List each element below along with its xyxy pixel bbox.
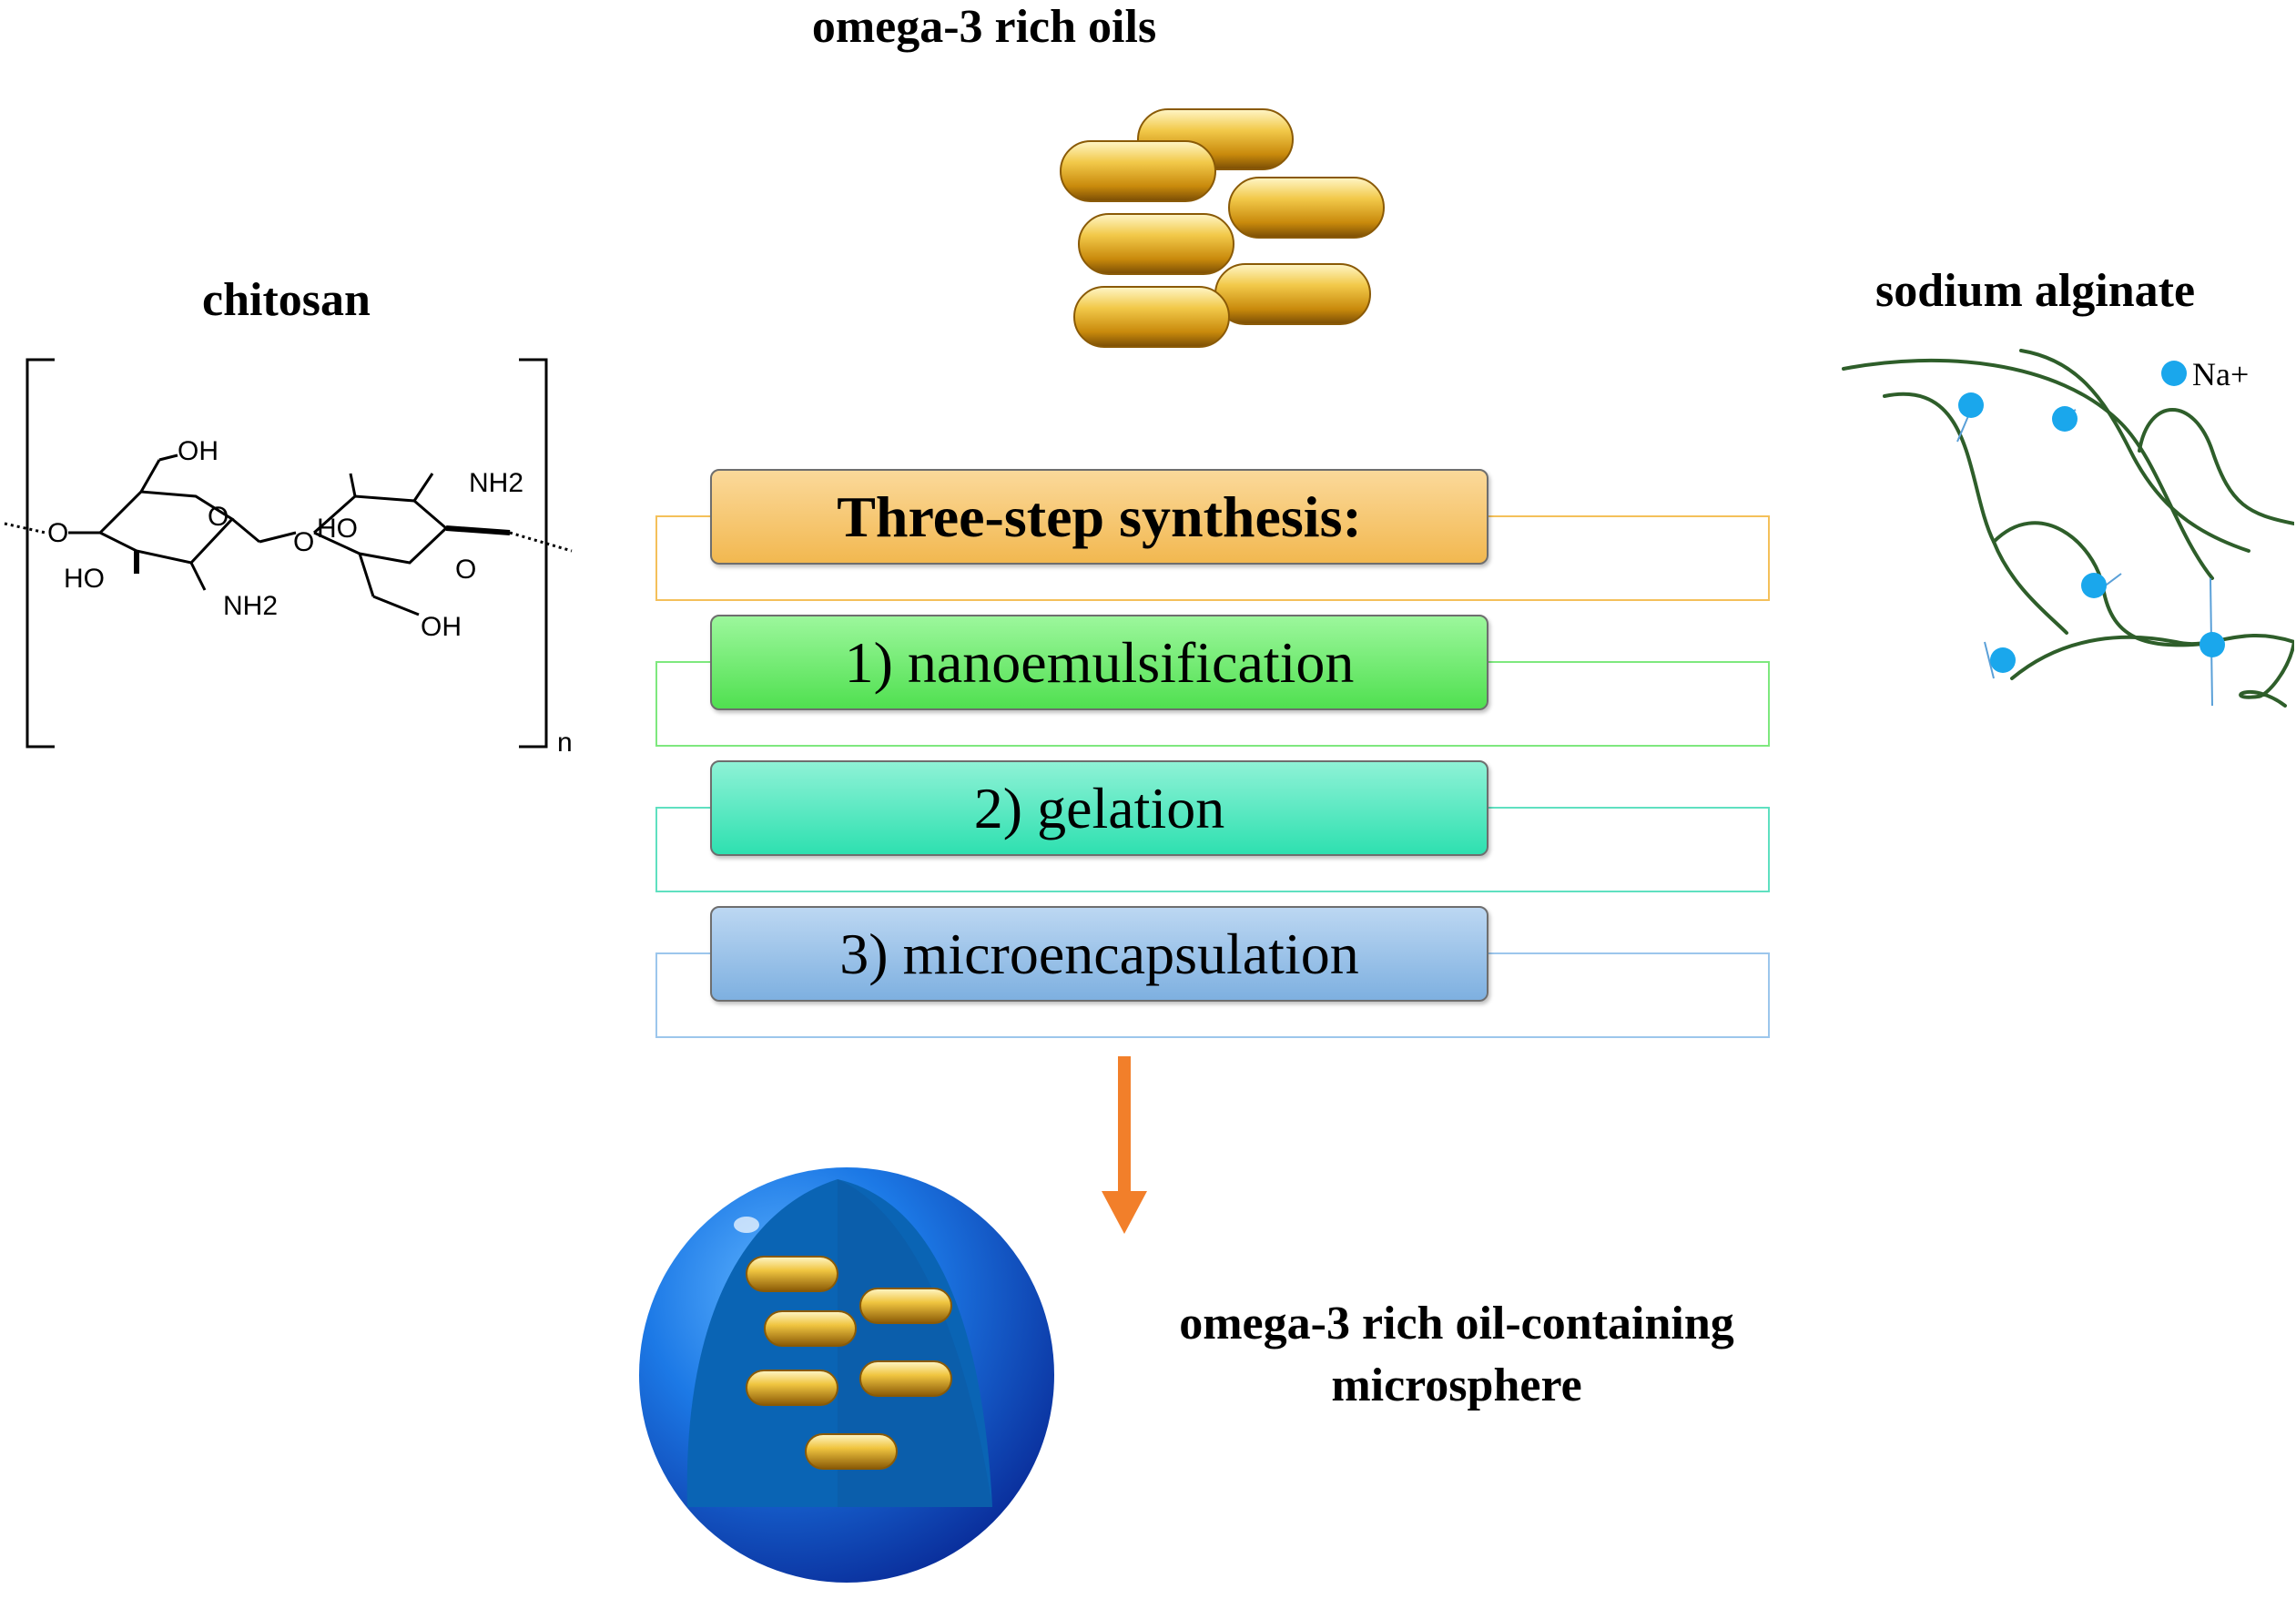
product-caption-line2: microsphere	[1331, 1360, 1582, 1411]
capsule-icon	[746, 1370, 838, 1406]
oils-heading: omega-3 rich oils	[811, 1, 1157, 53]
sodium-ion-legend-icon	[2161, 361, 2187, 386]
sodium-ion-icon	[1958, 392, 1984, 418]
capsule-icon	[1060, 140, 1216, 202]
capsule-icon	[764, 1310, 857, 1347]
alginate-heading: sodium alginate	[1875, 265, 2196, 317]
atom-label: OH	[421, 612, 462, 642]
capsule-icon	[1214, 263, 1371, 325]
product-caption: omega-3 rich oil-containing microsphere	[1129, 1293, 1784, 1417]
sodium-ion-icon	[2081, 573, 2107, 598]
step-title-box: Three-step synthesis:	[710, 469, 1488, 565]
down-arrow-icon	[1102, 1056, 1147, 1234]
step-3-box: 3) microencapsulation	[710, 906, 1488, 1002]
atom-label: O	[455, 555, 476, 585]
oil-capsules-illustration	[1060, 108, 1385, 348]
step-2-box: 2) gelation	[710, 760, 1488, 856]
atom-label: HO	[317, 514, 358, 544]
atom-label: O	[47, 518, 68, 548]
step-1-box: 1) nanoemulsification	[710, 615, 1488, 710]
atom-label: NH2	[469, 468, 523, 498]
sodium-ion-icon	[1990, 647, 2016, 673]
capsule-icon	[1228, 177, 1385, 239]
chitosan-structure: OH O O HO NH2 O HO NH2 O OH n	[4, 358, 573, 758]
atom-label: n	[557, 728, 573, 758]
atom-label: NH2	[223, 591, 278, 621]
capsule-icon	[1078, 213, 1234, 275]
atom-label: O	[208, 502, 229, 532]
capsule-icon	[746, 1256, 838, 1292]
chitosan-heading: chitosan	[202, 274, 371, 326]
product-caption-line1: omega-3 rich oil-containing	[1179, 1298, 1734, 1349]
microsphere-illustration	[639, 1167, 1054, 1583]
capsule-icon	[859, 1360, 952, 1397]
atom-label: O	[293, 527, 314, 557]
capsule-icon	[859, 1288, 952, 1324]
capsule-icon	[1073, 286, 1230, 348]
alginate-network: Na+	[1842, 349, 2294, 708]
capsule-icon	[805, 1433, 898, 1470]
atom-label: HO	[64, 564, 105, 594]
sodium-ion-label: Na+	[2192, 356, 2249, 392]
sodium-ion-icon	[2052, 406, 2078, 432]
atom-label: OH	[178, 436, 218, 466]
sodium-ion-icon	[2199, 632, 2225, 657]
